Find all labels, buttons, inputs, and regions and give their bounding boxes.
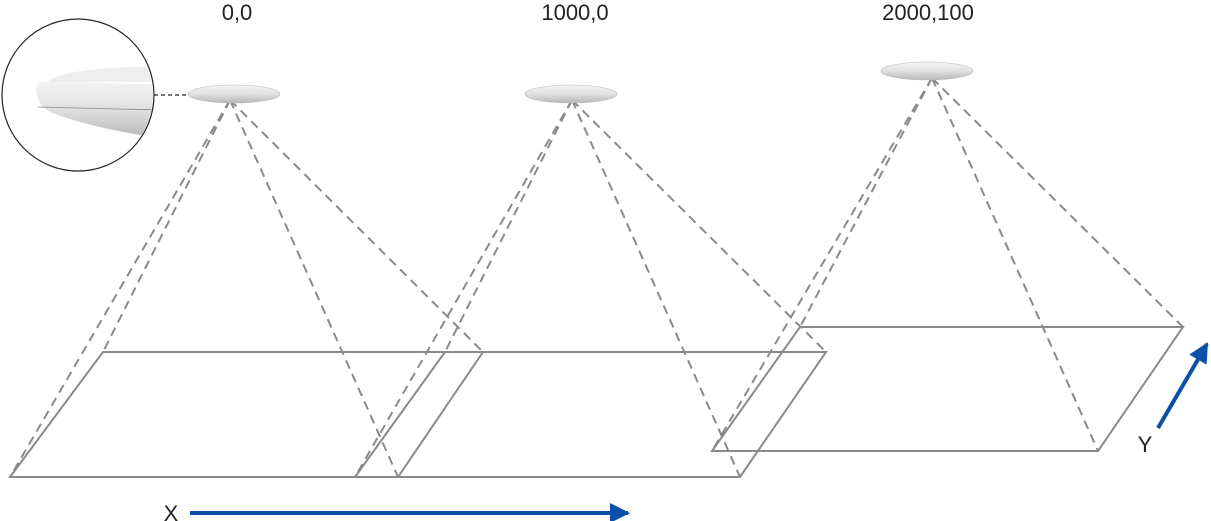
- y-axis-arrow: [1156, 342, 1209, 430]
- x-axis-label: X: [164, 501, 179, 521]
- coverage-area-2: [353, 351, 828, 478]
- sensor-1: [187, 84, 281, 104]
- position-label-1: 0,0: [222, 0, 253, 25]
- coverage-area-3: [710, 326, 1185, 452]
- y-axis-label: Y: [1138, 432, 1153, 457]
- coverage-area-1: [8, 351, 485, 478]
- position-label-2: 1000,0: [541, 0, 608, 25]
- sensor-2: [524, 84, 618, 104]
- sensor-detail-inset: [1, 18, 190, 172]
- coverage-lines-3: [711, 77, 1184, 452]
- position-label-3: 2000,100: [882, 0, 974, 25]
- coverage-lines-1: [9, 99, 484, 478]
- sensor-3: [880, 61, 974, 81]
- coverage-lines-2: [354, 99, 827, 478]
